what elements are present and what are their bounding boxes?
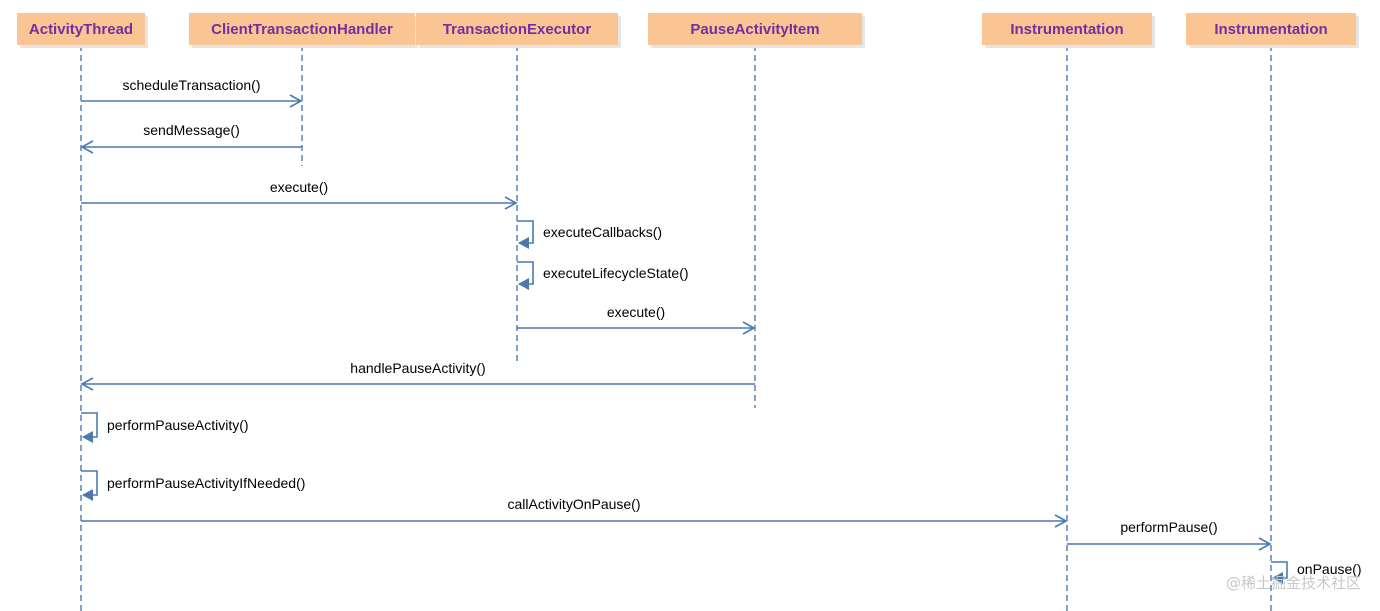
participant-activity-thread: ActivityThread [17,13,148,48]
message-7: handlePauseActivity() [80,360,755,391]
watermark-text: @稀土掘金技术社区 [1226,574,1361,592]
participant-box [17,13,145,45]
participant-pause-activity-item: PauseActivityItem [648,13,865,48]
participant-label: ClientTransactionHandler [211,21,393,38]
message-label: callActivityOnPause() [507,496,640,512]
message-label: execute() [270,179,328,195]
message-10: callActivityOnPause() [81,496,1068,528]
message-11: performPause() [1067,519,1272,551]
message-2: sendMessage() [80,122,302,154]
participant-box [1186,13,1356,45]
message-label: handlePauseActivity() [350,360,485,376]
message-label: execute() [607,304,665,320]
self-call-arrow [81,470,98,501]
message-label: performPause() [1120,519,1217,535]
participant-box [189,13,415,45]
participant-box [648,13,862,45]
message-label: executeCallbacks() [543,224,662,240]
participant-label: ActivityThread [29,21,133,38]
message-8: performPauseActivity() [81,412,249,443]
participant-label: TransactionExecutor [443,21,592,38]
message-label: onPause() [1297,561,1362,577]
message-9: performPauseActivityIfNeeded() [81,470,305,501]
message-1: scheduleTransaction() [81,77,303,108]
message-6: execute() [517,304,756,335]
message-label: performPauseActivityIfNeeded() [107,475,305,491]
participant-label: Instrumentation [1010,21,1123,38]
participant-instrumentation-1: Instrumentation [982,13,1155,48]
participant-box [982,13,1152,45]
message-3: execute() [81,179,518,210]
self-call-arrow [517,220,534,249]
participant-instrumentation-2: Instrumentation [1186,13,1359,48]
message-label: sendMessage() [143,122,240,138]
self-call-arrow [1271,561,1288,584]
self-call-arrow [81,412,98,443]
message-label: scheduleTransaction() [123,77,261,93]
message-label: executeLifecycleState() [543,265,689,281]
participant-box [416,13,618,45]
message-5: executeLifecycleState() [517,261,689,290]
participant-transaction-executor: TransactionExecutor [416,13,621,48]
self-call-arrow [517,261,534,290]
message-4: executeCallbacks() [517,220,662,249]
participant-label: Instrumentation [1214,21,1327,38]
message-12: onPause() [1271,561,1362,584]
participant-label: PauseActivityItem [690,21,819,38]
participant-client-transaction-handler: ClientTransactionHandler [189,13,418,48]
message-label: performPauseActivity() [107,417,249,433]
